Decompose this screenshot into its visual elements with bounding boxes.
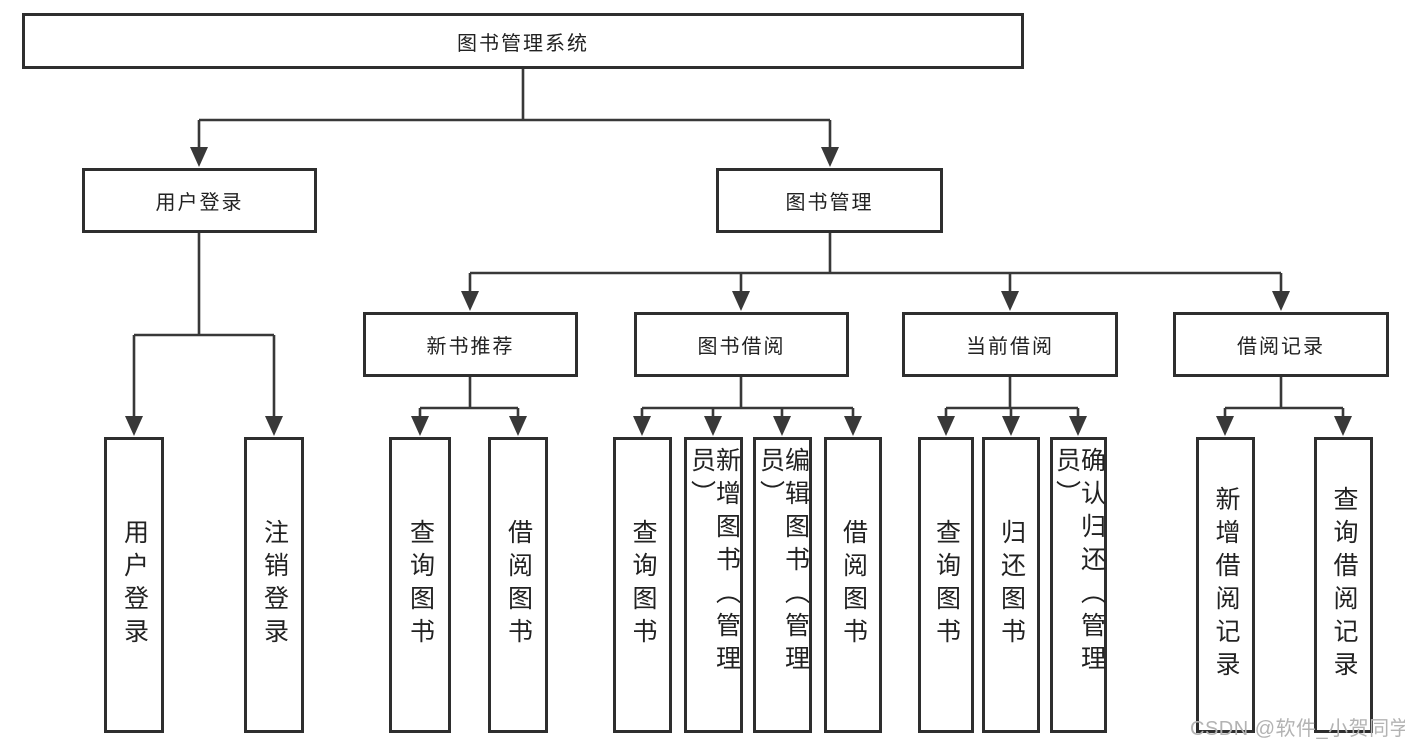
node-label: 图书管理系统 — [457, 32, 589, 55]
node-label: 编辑图书（管理员） — [756, 447, 810, 678]
node-add-borrow-record: 新增借阅记录 — [1196, 437, 1255, 733]
node-label: 用户登录 — [155, 192, 244, 214]
watermark: CSDN @软件_小贺同学 — [1190, 718, 1405, 740]
node-book-management: 图书管理 — [716, 168, 943, 233]
node-label: 当前借阅 — [966, 336, 1054, 358]
node-label: 新增借阅记录 — [1212, 486, 1240, 684]
node-label: 确认归还（管理员） — [1052, 447, 1106, 678]
node-confirm-return-admin: 确认归还（管理员） — [1050, 437, 1107, 733]
node-library-management-system: 图书管理系统 — [22, 13, 1024, 69]
node-label: 图书借阅 — [697, 336, 786, 358]
node-current-borrowing: 当前借阅 — [902, 312, 1118, 377]
node-edit-book-admin: 编辑图书（管理员） — [753, 437, 812, 733]
node-label: 归还图书 — [997, 519, 1026, 651]
node-user-login-leaf: 用户登录 — [104, 437, 164, 733]
node-search-books-borrowing: 查询图书 — [613, 437, 672, 733]
node-label: 查询图书 — [932, 519, 961, 651]
node-label: 用户登录 — [120, 519, 149, 651]
node-label: 查询借阅记录 — [1330, 486, 1358, 684]
node-borrow-books-recommend: 借阅图书 — [488, 437, 548, 733]
node-label: 注销登录 — [260, 519, 289, 651]
node-logout: 注销登录 — [244, 437, 304, 733]
node-return-books: 归还图书 — [982, 437, 1040, 733]
node-label: 查询图书 — [629, 519, 657, 651]
node-label: 新增图书（管理员） — [687, 447, 741, 678]
node-new-book-recommendation: 新书推荐 — [363, 312, 578, 377]
node-add-book-admin: 新增图书（管理员） — [684, 437, 743, 733]
node-label: 图书管理 — [785, 192, 874, 214]
node-book-borrowing: 图书借阅 — [634, 312, 849, 377]
node-label: 借阅图书 — [839, 519, 868, 651]
node-user-login: 用户登录 — [82, 168, 317, 233]
node-borrowing-records: 借阅记录 — [1173, 312, 1389, 377]
node-search-borrow-record: 查询借阅记录 — [1314, 437, 1373, 733]
node-label: 新书推荐 — [426, 336, 515, 358]
node-label: 借阅图书 — [504, 519, 533, 651]
node-label: 借阅记录 — [1237, 336, 1325, 358]
node-search-books-recommend: 查询图书 — [389, 437, 451, 733]
node-label: 查询图书 — [406, 519, 435, 651]
node-search-books-current: 查询图书 — [918, 437, 974, 733]
node-borrow-books-borrowing: 借阅图书 — [824, 437, 882, 733]
